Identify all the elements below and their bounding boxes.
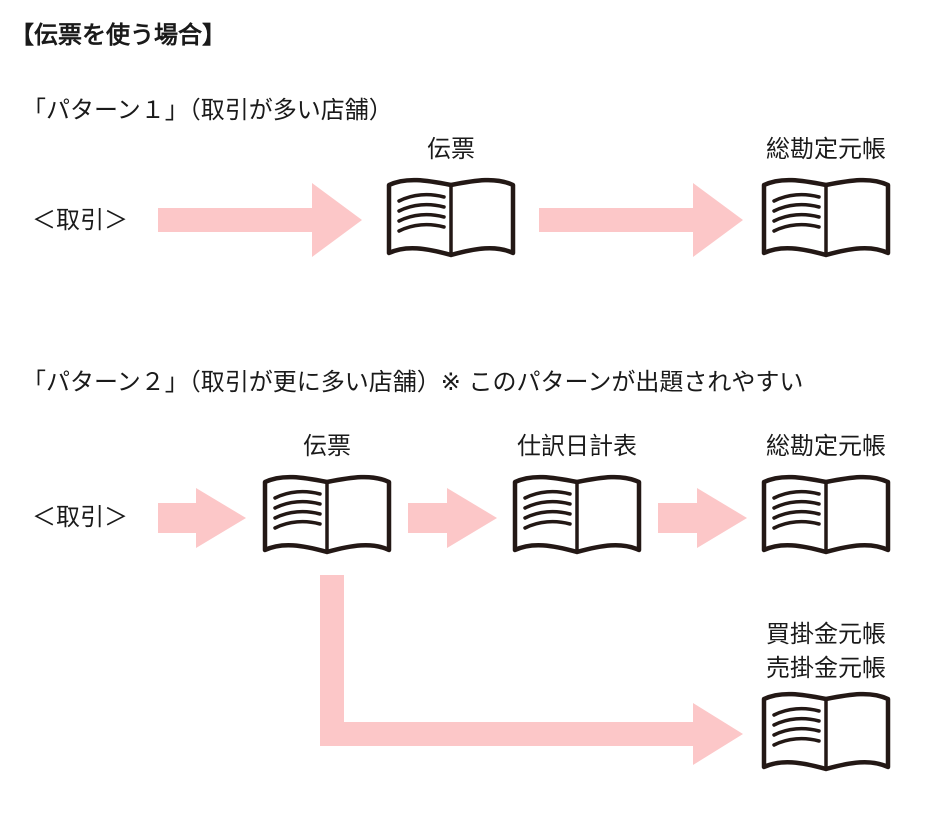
p2-general-ledger-book-icon: [764, 477, 888, 552]
p1-arrow-trade-to-slip: [158, 183, 362, 257]
pattern1-trade-label: ＜取引＞: [32, 206, 128, 234]
pattern2-accounts-payable-ledger-label: 買掛金元帳: [766, 620, 886, 648]
p2-arrow-slip-to-subsidiary-ledgers: [320, 575, 743, 765]
pattern2-trade-label: ＜取引＞: [32, 503, 128, 531]
p2-subsidiary-ledger-book-icon: [764, 694, 888, 769]
pattern2-accounts-receivable-ledger-label: 売掛金元帳: [766, 654, 886, 682]
page-title: 【伝票を使う場合】: [10, 21, 226, 49]
p2-arrow-slip-to-journal-summary: [408, 488, 497, 548]
p1-slip-book-icon: [389, 180, 513, 255]
pattern2-heading: 「パターン２」（取引が更に多い店舗）※ このパターンが出題されやすい: [22, 368, 804, 396]
p2-slip-book-icon: [265, 477, 389, 552]
pattern2-journal-summary-label: 仕訳日計表: [517, 432, 637, 460]
pattern2-general-ledger-label: 総勘定元帳: [766, 432, 886, 460]
pattern1-general-ledger-label: 総勘定元帳: [766, 135, 886, 163]
p2-arrow-summary-to-ledger: [658, 488, 747, 548]
pattern2-slip-label: 伝票: [303, 432, 351, 460]
pattern1-slip-label: 伝票: [427, 135, 475, 163]
p1-arrow-slip-to-ledger: [539, 183, 743, 257]
pattern1-heading: 「パターン１」（取引が多い店舗）: [22, 96, 393, 124]
p2-arrow-trade-to-slip: [158, 488, 246, 548]
p1-general-ledger-book-icon: [764, 180, 888, 255]
p2-journal-summary-book-icon: [515, 477, 639, 552]
